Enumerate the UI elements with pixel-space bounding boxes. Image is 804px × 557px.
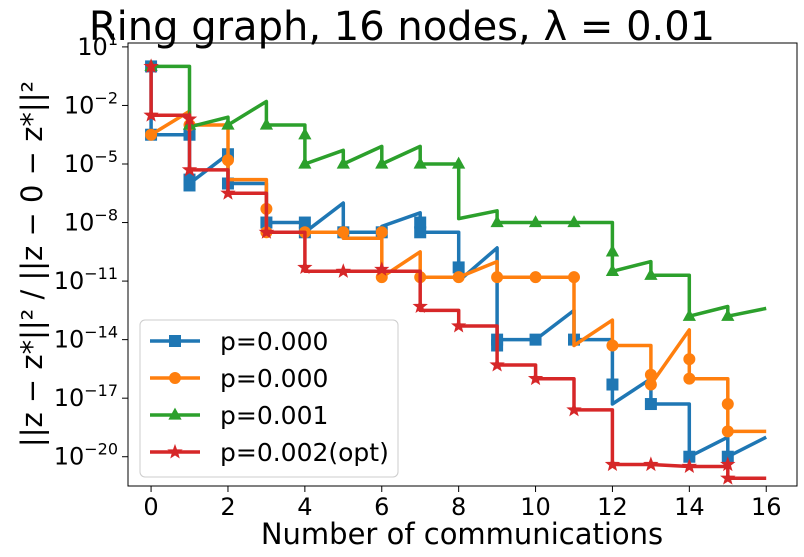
legend-item: p=0.000 xyxy=(150,364,328,393)
y-tick-label: 10−5 xyxy=(64,147,118,178)
data-point xyxy=(297,259,313,274)
data-point xyxy=(183,179,196,192)
data-point xyxy=(529,333,542,346)
y-tick-label: 10−14 xyxy=(54,323,118,354)
data-point xyxy=(644,267,658,280)
legend-item: p=0.001 xyxy=(150,401,328,430)
x-tick-label: 8 xyxy=(451,493,466,521)
data-point xyxy=(644,378,657,391)
data-point xyxy=(604,456,621,472)
data-point xyxy=(452,156,466,169)
data-point xyxy=(720,470,736,485)
legend-marker xyxy=(168,407,182,420)
data-point xyxy=(489,356,505,372)
data-point xyxy=(566,401,582,417)
data-point xyxy=(683,372,696,385)
data-point xyxy=(528,215,543,228)
data-point xyxy=(721,398,734,411)
data-point xyxy=(643,456,659,472)
data-point xyxy=(375,156,389,169)
data-point xyxy=(682,308,696,321)
legend-marker xyxy=(167,443,183,459)
x-tick-label: 14 xyxy=(674,493,705,521)
data-point xyxy=(258,224,275,239)
series-layer xyxy=(143,58,767,485)
data-point xyxy=(606,339,619,352)
data-point xyxy=(490,215,504,228)
y-tick-label: 10−8 xyxy=(64,206,118,237)
data-point xyxy=(335,263,351,278)
data-point xyxy=(221,154,234,167)
series-line xyxy=(151,64,767,318)
data-point xyxy=(721,425,734,438)
data-point xyxy=(644,398,657,411)
data-point xyxy=(412,298,428,313)
plot-area-frame xyxy=(127,42,798,487)
data-point xyxy=(414,216,427,229)
legend-label: p=0.002(opt) xyxy=(220,438,389,467)
x-tick-label: 2 xyxy=(220,493,235,521)
data-point xyxy=(529,271,542,284)
data-point xyxy=(568,271,580,284)
data-point xyxy=(720,456,736,472)
y-axis-ticks: 101 10−2 10−5 10−8 10−11 10−14 10−17 10−20 xyxy=(54,30,128,471)
y-tick-label: 10−11 xyxy=(54,264,118,295)
data-point xyxy=(336,156,350,169)
data-point xyxy=(606,378,619,391)
x-axis-ticks: 0 2 4 6 8 10 12 14 16 xyxy=(143,486,782,521)
data-point xyxy=(374,261,390,276)
chart-title: Ring graph, 16 nodes, λ = 0.01 xyxy=(89,4,715,50)
y-tick-label: 101 xyxy=(77,30,118,61)
y-tick-label: 10−20 xyxy=(54,440,118,471)
data-point xyxy=(605,263,620,276)
data-point xyxy=(491,271,504,284)
data-point xyxy=(298,156,312,169)
data-point xyxy=(413,156,427,169)
data-point xyxy=(375,226,388,239)
x-axis-label: Number of communications xyxy=(261,517,663,551)
legend-label: p=0.000 xyxy=(220,327,328,356)
x-tick-label: 4 xyxy=(297,493,312,521)
legend-frame xyxy=(139,319,399,478)
data-point xyxy=(721,308,735,321)
x-tick-label: 16 xyxy=(751,493,782,521)
x-tick-label: 10 xyxy=(520,493,551,521)
legend-item: p=0.000 xyxy=(150,327,328,356)
legend-item: p=0.002(opt) xyxy=(150,438,389,467)
data-point xyxy=(681,458,697,473)
data-point xyxy=(221,117,235,130)
data-point xyxy=(259,117,274,130)
legend: p=0.000 p=0.000 p=0.001 p=0.002(opt) xyxy=(139,319,399,478)
data-point xyxy=(451,318,467,333)
x-tick-label: 6 xyxy=(374,493,389,521)
data-point xyxy=(683,353,696,366)
data-point xyxy=(567,215,581,228)
data-point xyxy=(220,185,236,200)
legend-label: p=0.001 xyxy=(220,401,328,430)
legend-marker xyxy=(169,335,181,347)
legend-label: p=0.000 xyxy=(220,364,328,393)
data-point xyxy=(145,128,158,141)
data-point xyxy=(181,161,198,177)
series-4 xyxy=(143,58,767,485)
data-point xyxy=(298,127,312,140)
data-point xyxy=(605,244,620,257)
x-tick-label: 12 xyxy=(597,493,628,521)
data-point xyxy=(337,226,350,239)
x-tick-label: 0 xyxy=(143,493,158,521)
data-point xyxy=(181,111,198,126)
y-tick-label: 10−17 xyxy=(54,381,118,412)
y-axis-label: ||z − z*||² / ||z − 0 − z*||² xyxy=(15,81,49,447)
data-point xyxy=(143,58,159,73)
y-tick-label: 10−2 xyxy=(64,88,118,119)
data-point xyxy=(452,271,465,284)
legend-marker xyxy=(169,372,181,384)
series-2 xyxy=(145,109,767,438)
data-point xyxy=(527,370,544,386)
data-point xyxy=(143,107,159,122)
